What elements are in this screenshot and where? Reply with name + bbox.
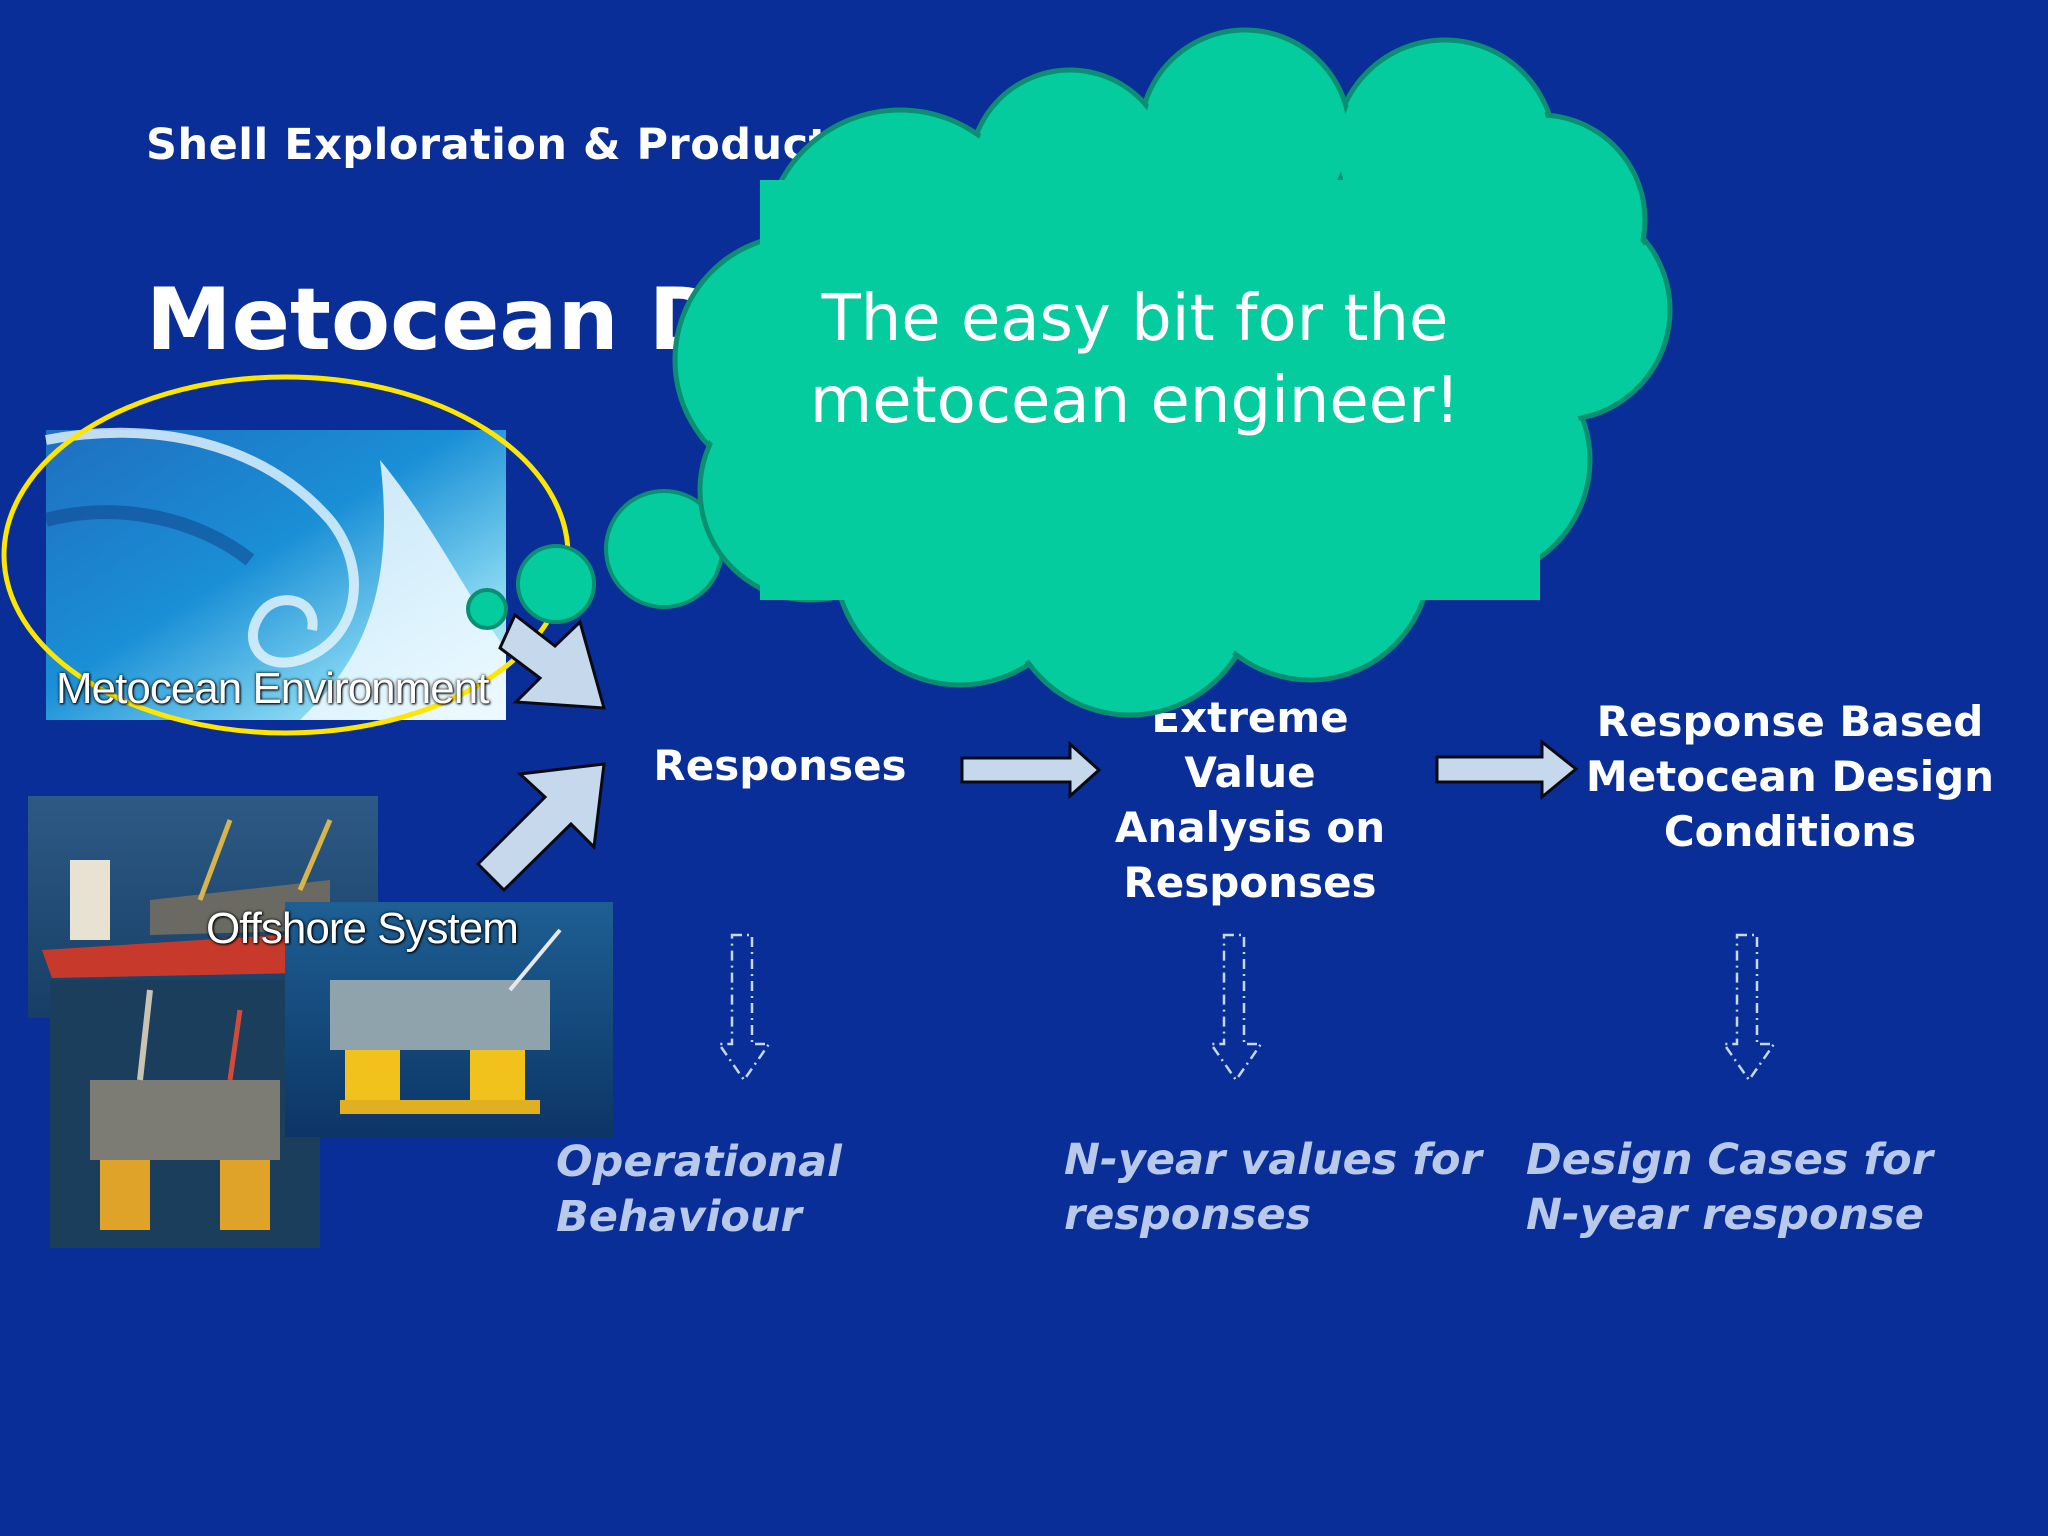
wave-photo-label: Metocean Environment	[56, 664, 489, 713]
thought-bubble-medium	[516, 544, 596, 624]
stage-design-line: Response Based	[1596, 697, 1984, 746]
stage-responses: Responses	[653, 741, 907, 790]
arrow-system-to-responses	[475, 762, 606, 893]
stage-eva-line: Value	[1184, 748, 1316, 797]
platform-photo	[50, 980, 320, 1248]
outcome-nyear-values: N-year values for responses	[1064, 1133, 1482, 1243]
outcome-line: N-year response	[1526, 1190, 1924, 1240]
outcome-line: Design Cases for	[1526, 1135, 1933, 1185]
stage-design-conditions: Response Based Metocean Design Condition…	[1570, 694, 2010, 859]
semisub-photo	[285, 902, 613, 1137]
arrow-environment-to-responses	[498, 612, 607, 710]
stage-design-line: Metocean Design	[1585, 752, 1995, 801]
cloud-callout-text: The easy bit for the metocean engineer!	[790, 278, 1480, 442]
outcome-design-cases: Design Cases for N-year response	[1526, 1133, 1933, 1243]
thought-bubble-small	[466, 588, 508, 630]
outcome-line: N-year values for	[1064, 1135, 1482, 1185]
stage-design-line: Conditions	[1663, 807, 1917, 856]
stage-extreme-value-analysis: Extreme Value Analysis on Responses	[1080, 690, 1420, 910]
stage-eva-line: Responses	[1123, 858, 1377, 907]
company-header: Shell Exploration & Production	[146, 120, 907, 170]
dashed-arrow-design-cases	[1721, 933, 1777, 1083]
outcome-line: responses	[1064, 1190, 1312, 1240]
arrow-responses-to-eva	[960, 740, 1102, 800]
outcome-line: Operational	[556, 1137, 842, 1187]
arrow-eva-to-design	[1435, 738, 1579, 801]
stage-eva-line: Analysis on	[1114, 803, 1386, 852]
offshore-photo-label: Offshore System	[206, 904, 519, 953]
cloud-text-line: metocean engineer!	[809, 364, 1461, 438]
outcome-line: Behaviour	[556, 1192, 802, 1242]
wave-photo	[44, 427, 506, 720]
dashed-arrow-nyear	[1208, 933, 1264, 1083]
outcome-operational-behaviour: Operational Behaviour	[556, 1135, 842, 1245]
cloud-text-line: The easy bit for the	[821, 282, 1449, 356]
dashed-arrow-operational	[716, 933, 772, 1083]
